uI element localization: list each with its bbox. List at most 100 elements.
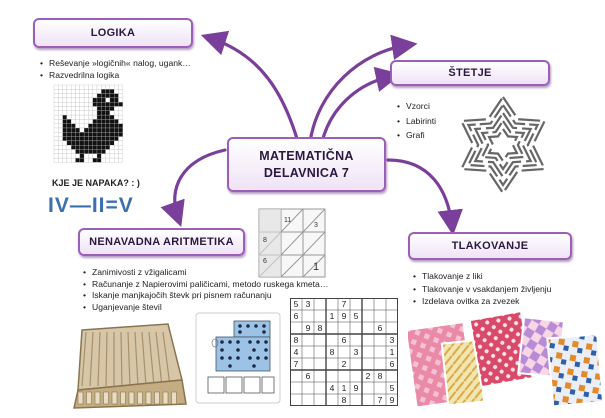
napier-grid-image: 11 3 8 6 1: [258, 208, 326, 278]
sudoku-cell: [386, 370, 398, 382]
sudoku-cell: 9: [353, 383, 359, 393]
stetje-list: Vzorci Labirinti Grafi: [397, 99, 436, 143]
sudoku-cell: [362, 346, 374, 358]
list-item: Iskanje manjkajočih števk pri pisnem rač…: [83, 290, 328, 302]
sudoku-cell: [374, 298, 386, 310]
arrow-to-stetje-2: [320, 66, 402, 144]
aritmetika-node[interactable]: NENAVADNA ARITMETIKA: [78, 228, 245, 256]
tlakovanje-list: Tlakovanje z liki Tlakovanje v vsakdanje…: [413, 270, 551, 308]
puzzle-question: KJE JE NAPAKA? : ): [52, 178, 140, 188]
sudoku-cell: [362, 310, 374, 322]
sudoku-cell: [362, 358, 374, 370]
list-item: Vzorci: [397, 99, 436, 114]
sudoku-cell: [350, 334, 362, 346]
tlakovanje-node[interactable]: TLAKOVANJE: [408, 232, 572, 260]
sudoku-cell: [362, 298, 374, 310]
arrow-to-aritmetika: [160, 148, 227, 228]
tiling-images: [408, 309, 603, 409]
sudoku-cell: 3: [305, 299, 311, 309]
equation-text: IV—II=V: [48, 194, 134, 217]
sudoku-cell: [362, 322, 374, 334]
sudoku-cell: [374, 346, 386, 358]
sudoku-cell: 8: [317, 323, 323, 333]
list-item: Izdelava ovitka za zvezek: [413, 295, 551, 308]
logika-list: Reševanje »logičnih« nalog, ugank… Razve…: [40, 58, 191, 81]
sudoku-cell: [326, 298, 338, 310]
sudoku-cell: 8: [329, 347, 335, 357]
sudoku-cell: [374, 310, 386, 322]
list-item: Tlakovanje v vsakdanjem življenju: [413, 283, 551, 296]
sudoku-cell: [314, 382, 326, 394]
sudoku-cell: [290, 370, 302, 382]
center-title-line1: MATEMATIČNA: [259, 148, 354, 163]
sudoku-cell: 6: [341, 335, 347, 345]
sudoku-cell: 4: [329, 383, 335, 393]
sudoku-cell: 5: [353, 311, 359, 321]
napier-cell: 6: [263, 258, 267, 265]
sudoku-cell: 2: [365, 371, 371, 381]
sudoku-cell: [386, 310, 398, 322]
sudoku-cell: [314, 334, 326, 346]
list-item: Računanje z Napierovimi paličicami, meto…: [83, 279, 328, 291]
aritmetika-list: Zanimivosti z vžigalicami Računanje z Na…: [83, 267, 328, 313]
sudoku-cell: 1: [341, 383, 347, 393]
sudoku-cell: 8: [293, 335, 299, 345]
sudoku-cell: [338, 370, 350, 382]
sudoku-cell: [290, 322, 302, 334]
sudoku-cell: [374, 358, 386, 370]
sudoku-cell: 9: [305, 323, 311, 333]
sudoku-cell: 3: [353, 347, 359, 357]
center-title-line2: DELAVNICA 7: [263, 165, 350, 180]
sudoku-cell: 1: [329, 311, 335, 321]
sudoku-cell: [302, 358, 314, 370]
sudoku-cell: 5: [293, 299, 299, 309]
list-item: Labirinti: [397, 114, 436, 129]
stetje-node[interactable]: ŠTETJE: [390, 60, 550, 86]
sudoku-cell: 3: [389, 335, 395, 345]
list-item: Zanimivosti z vžigalicami: [83, 267, 328, 279]
napier-cell: 3: [314, 222, 318, 229]
sudoku-cell: [374, 382, 386, 394]
center-node[interactable]: MATEMATIČNA DELAVNICA 7: [227, 137, 386, 192]
sudoku-cell: [362, 394, 374, 406]
sudoku-cell: [350, 358, 362, 370]
list-item: Razvedrilna logika: [40, 70, 191, 82]
sudoku-cell: 6: [305, 371, 311, 381]
maze-star-image: [459, 95, 547, 195]
sudoku-cell: [350, 370, 362, 382]
sudoku-cell: [326, 370, 338, 382]
aritmetika-title: NENAVADNA ARITMETIKA: [89, 236, 234, 248]
sudoku-cell: [290, 382, 302, 394]
sudoku-cell: [290, 394, 302, 406]
sudoku-cell: [326, 322, 338, 334]
sudoku-cell: [386, 322, 398, 334]
logika-title: LOGIKA: [90, 27, 136, 39]
sudoku-cell: 6: [293, 311, 299, 321]
sudoku-cell: 7: [293, 359, 299, 369]
arrow-to-logika: [200, 30, 300, 144]
napier-cell: 1: [313, 261, 319, 273]
sudoku-cell: 6: [377, 323, 383, 333]
napier-cell: 8: [263, 237, 267, 244]
sudoku-cell: [326, 358, 338, 370]
napier-cell: 11: [284, 217, 291, 224]
domino-worksheet-image: [195, 312, 281, 404]
sudoku-cell: [314, 298, 326, 310]
sudoku-cell: 6: [389, 359, 395, 369]
sudoku-cell: [386, 298, 398, 310]
sudoku-cell: [326, 394, 338, 406]
sudoku-cell: [362, 334, 374, 346]
tlakovanje-title: TLAKOVANJE: [451, 240, 529, 252]
list-item: Tlakovanje z liki: [413, 270, 551, 283]
list-item: Reševanje »logičnih« nalog, ugank…: [40, 58, 191, 70]
sudoku-cell: 4: [293, 347, 299, 357]
sudoku-cell: [374, 334, 386, 346]
sudoku-cell: [314, 370, 326, 382]
sudoku-cell: [314, 310, 326, 322]
sudoku-cell: [302, 310, 314, 322]
logika-node[interactable]: LOGIKA: [33, 18, 193, 48]
sudoku-cell: 2: [341, 359, 347, 369]
sudoku-cell: 8: [377, 371, 383, 381]
bird-pixel-grid: [53, 84, 123, 163]
